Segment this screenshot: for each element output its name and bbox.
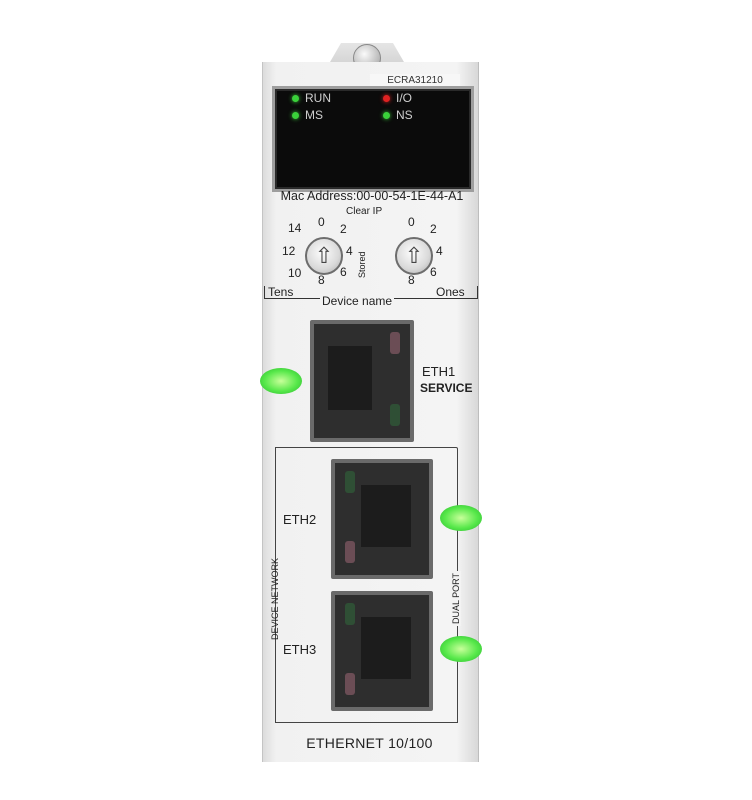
eth1-latch	[260, 368, 302, 394]
ones-mark: 0	[408, 215, 415, 229]
eth1-port[interactable]	[310, 320, 414, 442]
eth3-activity-led-icon	[345, 673, 355, 695]
device-network-label: DEVICE NETWORK	[270, 557, 280, 640]
eth2-label: ETH2	[283, 512, 317, 527]
mac-address: Mac Address:00-00-54-1E-44-A1	[280, 189, 464, 203]
arrow-up-icon: ⇧	[314, 243, 334, 268]
ones-rotary-switch[interactable]: ⇧	[395, 237, 433, 275]
tens-label: Tens	[268, 285, 294, 299]
eth1-label: ETH1	[422, 364, 456, 379]
led-run-label: RUN	[305, 91, 331, 105]
tens-mark: 6	[340, 265, 347, 279]
tens-mark: 4	[346, 244, 353, 258]
ns-led-icon	[383, 111, 390, 119]
eth2-link-led-icon	[345, 471, 355, 493]
rj45-socket-icon	[361, 485, 411, 547]
eth3-label: ETH3	[283, 642, 317, 657]
ms-led-icon	[292, 111, 299, 119]
tens-rotary-switch[interactable]: ⇧	[305, 237, 343, 275]
eth2-port[interactable]	[331, 459, 433, 579]
eth3-latch	[440, 636, 482, 662]
ethernet-speed-label: ETHERNET 10/100	[306, 735, 433, 751]
ones-mark: 8	[408, 273, 415, 287]
eth3-port[interactable]	[331, 591, 433, 711]
rj45-socket-icon	[328, 346, 372, 410]
tens-mark: 2	[340, 222, 347, 236]
ones-mark: 6	[430, 265, 437, 279]
eth1-service-label: SERVICE	[420, 381, 473, 395]
clear-ip-label: Clear IP	[346, 206, 383, 217]
tens-mark: 0	[318, 215, 325, 229]
dual-port-label: DUAL PORT	[451, 570, 461, 626]
arrow-up-icon: ⇧	[404, 243, 424, 268]
io-led-icon	[383, 94, 390, 102]
tens-mark: 12	[282, 244, 296, 258]
rj45-socket-icon	[361, 617, 411, 679]
ones-label: Ones	[436, 285, 465, 299]
device-name-label: Device name	[320, 294, 395, 308]
stored-label: Stored	[357, 251, 367, 278]
ones-mark: 2	[430, 222, 437, 236]
led-io: I/O	[383, 91, 412, 105]
eth1-activity-led-icon	[390, 332, 400, 354]
ones-mark: 4	[436, 244, 443, 258]
led-run: RUN	[292, 91, 331, 105]
led-ns-label: NS	[396, 108, 413, 122]
eth2-latch	[440, 505, 482, 531]
tens-mark: 8	[318, 273, 325, 287]
tens-mark: 14	[288, 221, 302, 235]
eth3-link-led-icon	[345, 603, 355, 625]
led-ms: MS	[292, 108, 323, 122]
eth1-link-led-icon	[390, 404, 400, 426]
led-ms-label: MS	[305, 108, 323, 122]
tens-mark: 10	[288, 266, 302, 280]
led-ns: NS	[383, 108, 413, 122]
run-led-icon	[292, 94, 299, 102]
eth2-activity-led-icon	[345, 541, 355, 563]
part-number-label: ECRA31210	[370, 74, 460, 88]
led-io-label: I/O	[396, 91, 413, 105]
status-display	[272, 86, 474, 192]
